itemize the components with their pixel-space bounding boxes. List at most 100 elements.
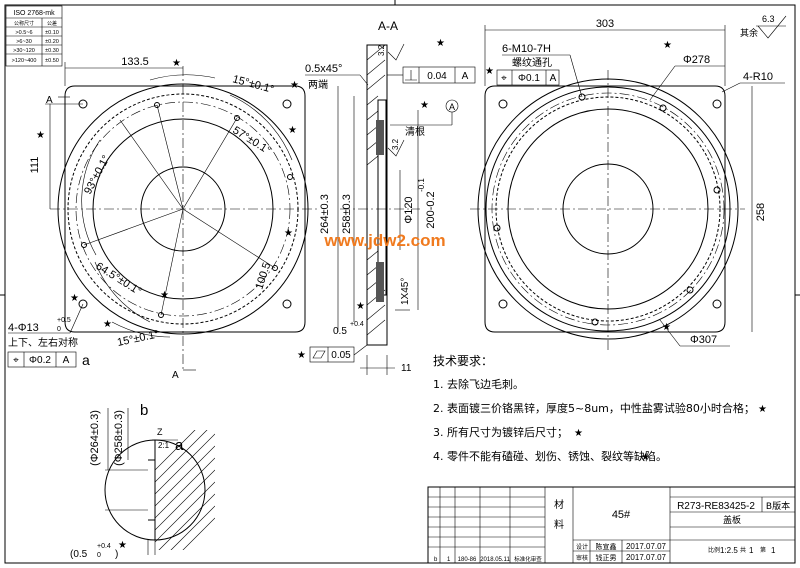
svg-text:★: ★ <box>356 301 365 312</box>
tech-req-3: 3. 所有尺寸为镀锌后尺寸； <box>433 425 568 439</box>
note-rest: 其余 <box>740 27 758 39</box>
angle-15-bottom: 15°±0.1° <box>116 328 160 349</box>
radius-100-5: 100.5 <box>253 261 273 291</box>
svg-text:★: ★ <box>436 38 445 49</box>
detail-label: b <box>140 402 148 419</box>
svg-text:b: b <box>434 557 438 563</box>
detail-dim-0-5: (0.5 <box>70 549 88 560</box>
title-block: 材 料 45# R273-RE83425-2 B版本 盖板 设计 审核 陈宣鑫 … <box>427 486 796 564</box>
dim-278: Φ278 <box>683 54 710 66</box>
svg-text:★: ★ <box>284 228 293 239</box>
svg-text:3.2: 3.2 <box>391 138 400 150</box>
dim-258: 258±0.3 <box>341 194 353 234</box>
svg-text:★: ★ <box>172 58 181 69</box>
svg-text:★: ★ <box>290 80 299 91</box>
detail-b: b (Φ264±0.3) (Φ258±0.3) Z 2:1 a (0.5 <box>70 402 215 560</box>
svg-text:★: ★ <box>663 40 672 51</box>
svg-text:公差: 公差 <box>47 20 57 27</box>
svg-text:★: ★ <box>641 452 650 463</box>
svg-text:★: ★ <box>118 540 127 551</box>
section-mark-bottom: A <box>172 370 179 381</box>
svg-text:★: ★ <box>758 404 767 415</box>
svg-text:1: 1 <box>749 546 754 555</box>
svg-text:+0.5: +0.5 <box>57 317 71 324</box>
svg-text:标准化审查: 标准化审查 <box>514 555 542 563</box>
angle-93: 93°±0.1° <box>82 153 112 196</box>
tolerance-table: ISO 2768-mk 公称尺寸 公差 >0.5~6 ±0.10 >6~30 ±… <box>5 5 63 67</box>
svg-text:A: A <box>550 73 557 84</box>
svg-text:★: ★ <box>70 293 79 304</box>
detail-scale: 2:1 <box>158 441 170 450</box>
material: 45# <box>612 509 631 521</box>
svg-text:0: 0 <box>57 326 61 333</box>
svg-text:180-86: 180-86 <box>458 557 477 563</box>
detail-dim-258: (Φ258±0.3) <box>113 410 125 466</box>
corner-radius: 4-R10 <box>743 71 773 83</box>
svg-text:>30~120: >30~120 <box>13 48 35 54</box>
svg-text:材: 材 <box>554 498 564 511</box>
right-view: 303 6-M10-7H 螺纹通孔 ★ ⌖ Φ0.1 A ★ Φ278 4-R1… <box>470 14 787 350</box>
chamfer-1x45: 1X45° <box>400 278 411 305</box>
svg-text:公称尺寸: 公称尺寸 <box>14 20 34 27</box>
svg-text:★: ★ <box>662 322 671 333</box>
svg-text:比例: 比例 <box>708 546 720 554</box>
tech-req-2: 2. 表面镀三价铬黑锌，厚度5~8um，中性盐雾试验80小时合格； <box>433 401 755 415</box>
svg-text:±0.20: ±0.20 <box>45 39 59 45</box>
dim-120: Φ120 <box>403 196 415 223</box>
svg-text:0.04: 0.04 <box>427 71 447 82</box>
svg-text:2017.07.07: 2017.07.07 <box>626 542 667 551</box>
svg-text:2017.07.07: 2017.07.07 <box>626 553 667 562</box>
drawing-number: R273-RE83425-2 <box>677 501 755 512</box>
note-symmetric: 上下、左右对称 <box>8 336 78 349</box>
angle-15-top: 15°±0.1° <box>231 73 275 96</box>
svg-text:>6~30: >6~30 <box>16 39 32 45</box>
svg-text:>120~400: >120~400 <box>12 58 37 64</box>
dim-111: 111 <box>29 157 41 174</box>
svg-text:★: ★ <box>485 66 494 77</box>
chamfer-top: 0.5x45° <box>305 63 342 75</box>
svg-text:±0.10: ±0.10 <box>45 30 59 36</box>
section-view: A-A 264±0.3 258±0.3 <box>297 19 476 375</box>
detail-dim-264: (Φ264±0.3) <box>89 410 101 466</box>
tech-requirements: 技术要求： 1. 去除飞边毛刺。 2. 表面镀三价铬黑锌，厚度5~8um，中性盐… <box>433 354 767 463</box>
holes-callout: 4-Φ13 <box>8 322 39 334</box>
svg-text:★: ★ <box>420 100 429 111</box>
front-view: 133.5 111 A A 15°±0.1° 57°±0.1° 93°±0.1°… <box>7 56 320 381</box>
tolerance-table-title: ISO 2768-mk <box>13 10 55 17</box>
svg-text:A: A <box>63 355 70 366</box>
version: B版本 <box>766 500 790 512</box>
angle-57: 57°±0.1° <box>230 124 272 157</box>
dim-264: 264±0.3 <box>319 194 331 234</box>
svg-text:★: ★ <box>297 350 306 361</box>
angle-64-5: 64.5°±0.1° <box>93 260 143 297</box>
watermark: www.jdw2.com <box>323 231 445 250</box>
note-clear-root: 清根 <box>405 125 425 138</box>
svg-text:★: ★ <box>288 125 297 136</box>
note-thread-through: 螺纹通孔 <box>512 56 552 69</box>
thread-callout: 6-M10-7H <box>502 43 551 55</box>
dim-307: Φ307 <box>690 334 717 346</box>
section-title: A-A <box>378 19 398 33</box>
svg-text:1: 1 <box>771 546 776 555</box>
tech-req-1: 1. 去除飞边毛刺。 <box>433 377 524 391</box>
dim-200: 200-0.2 <box>425 191 437 228</box>
datum-a: A <box>449 102 455 112</box>
svg-text:A: A <box>462 71 469 82</box>
svg-text:★: ★ <box>574 428 583 439</box>
designer: 陈宣鑫 <box>596 542 617 551</box>
svg-text:): ) <box>115 549 118 560</box>
svg-text:0.05: 0.05 <box>331 350 351 361</box>
svg-text:Z: Z <box>157 427 163 437</box>
flatness-frame <box>309 346 355 363</box>
reviewer: 钱正男 <box>596 553 617 562</box>
svg-text:设计: 设计 <box>576 543 588 551</box>
rest-finish-value: 6.3 <box>762 14 775 24</box>
dim-0-5: 0.5 <box>333 326 347 337</box>
svg-text:0: 0 <box>97 552 101 559</box>
svg-text:>0.5~6: >0.5~6 <box>15 30 32 36</box>
position-frame <box>496 69 560 86</box>
svg-text:1: 1 <box>447 557 451 563</box>
part-name: 盖板 <box>723 514 741 526</box>
svg-text:Φ0.2: Φ0.2 <box>29 355 51 366</box>
